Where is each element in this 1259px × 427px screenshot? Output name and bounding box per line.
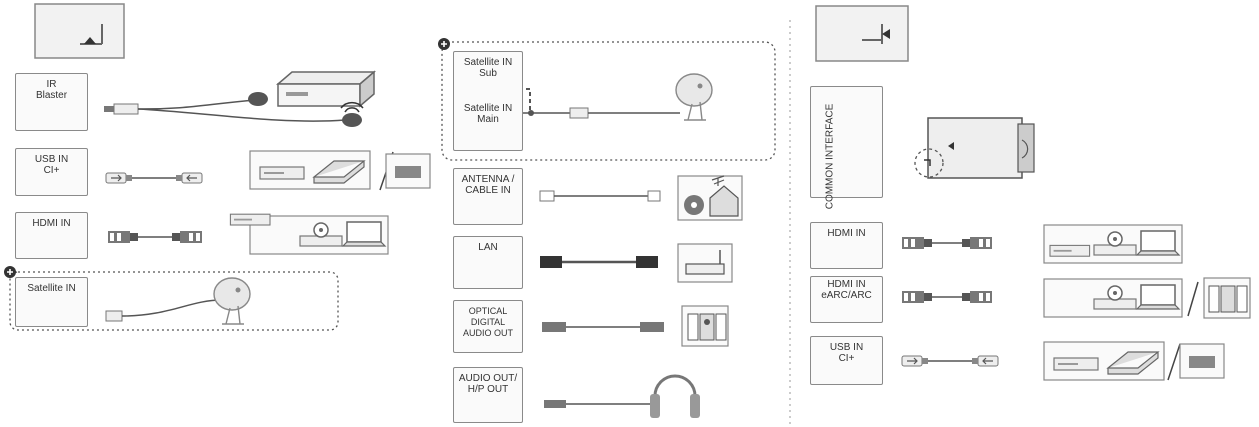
hdmi-in-earc-arc-port: HDMI IN eARC/ARC — [810, 276, 883, 323]
port-label: COMMON INTERFACE — [824, 103, 836, 210]
port-label: Satellite IN Sub — [463, 57, 513, 79]
usb-drive-icon — [395, 166, 421, 178]
usb-in-port-right: USB IN CI+ — [810, 336, 883, 385]
port-label: LAN — [478, 242, 498, 253]
hdmi-devices-group-right — [1043, 224, 1183, 264]
usb-devices-group-right — [1043, 341, 1225, 381]
speakers-icon — [681, 305, 729, 347]
antenna-cable — [539, 190, 661, 202]
hdmi-earc-devices-group — [1043, 277, 1251, 319]
lan-cable — [540, 256, 658, 268]
optional-satellite-group-mid — [441, 41, 776, 161]
satellite-dish-icon — [675, 73, 713, 121]
satellite-cable-mid — [505, 73, 713, 121]
ir-blaster-port: IR Blaster — [15, 73, 88, 131]
antenna-house-icon — [677, 175, 743, 221]
port-label: USB IN CI+ — [34, 154, 69, 176]
satellite-in-sub-port: Satellite IN Sub Satellite IN Main — [453, 51, 523, 151]
port-label: IR Blaster — [35, 79, 68, 101]
usb-devices-group-left — [249, 150, 431, 191]
audio-cable — [544, 400, 650, 408]
hdmi-cable-left — [108, 231, 202, 243]
plus-badge-left — [4, 266, 16, 278]
antenna-cable-in-port: ANTENNA / CABLE IN — [453, 168, 523, 225]
headphones-icon — [650, 374, 700, 418]
port-label: Satellite IN Main — [463, 103, 513, 125]
lan-port: LAN — [453, 236, 523, 289]
set-top-box-icon — [275, 70, 377, 113]
port-label: OPTICAL DIGITAL AUDIO OUT — [462, 306, 513, 338]
hdmi-in-port-right: HDMI IN — [810, 222, 883, 269]
tv-side-panel-icon — [815, 5, 909, 62]
port-label: Satellite IN — [27, 283, 76, 294]
usb-cable-left — [105, 172, 203, 184]
usb-in-port-left: USB IN CI+ — [15, 148, 88, 196]
port-label: ANTENNA / CABLE IN — [461, 174, 515, 196]
optical-digital-audio-out-port: OPTICAL DIGITAL AUDIO OUT — [453, 300, 523, 353]
router-icon — [677, 243, 733, 283]
hdmi-cable-right — [902, 237, 992, 249]
plus-badge-mid — [438, 38, 450, 50]
hdmi-earc-cable — [902, 291, 992, 303]
tv-back-panel-icon — [34, 3, 125, 59]
audio-out-hp-out-port: AUDIO OUT/ H/P OUT — [453, 367, 523, 423]
satellite-dish-icon — [213, 277, 251, 325]
satellite-in-port-left: Satellite IN — [15, 277, 88, 327]
hdmi-devices-group-left — [229, 213, 389, 255]
port-label: AUDIO OUT/ H/P OUT — [458, 373, 518, 395]
port-label: HDMI IN — [827, 228, 866, 239]
port-label: HDMI IN — [32, 218, 71, 229]
ci-module-icon — [914, 117, 1035, 179]
port-label: HDMI IN eARC/ARC — [821, 279, 872, 301]
common-interface-port: COMMON INTERFACE — [810, 86, 883, 209]
port-label: USB IN CI+ — [829, 342, 864, 364]
satellite-cable-left — [105, 277, 251, 325]
optical-cable — [542, 322, 664, 332]
usb-cable-right — [901, 355, 999, 367]
optional-satellite-group — [9, 271, 339, 331]
ir-cable — [104, 92, 362, 127]
external-hdd-icon — [312, 160, 366, 184]
hdmi-in-port-left: HDMI IN — [15, 212, 88, 259]
